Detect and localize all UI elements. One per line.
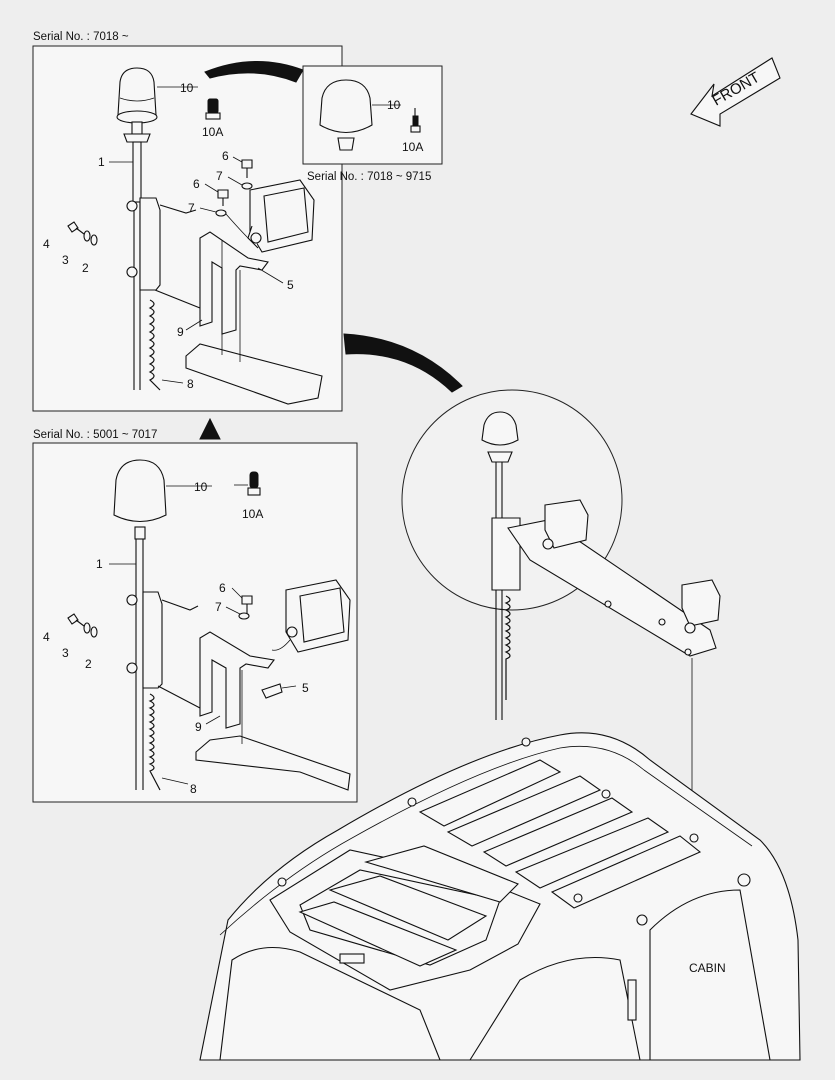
inset-callout-10: 10 (387, 98, 401, 112)
upper-callout-8: 8 (187, 377, 194, 391)
lower-bulb (247, 471, 261, 496)
lower-mount-bracket (126, 591, 201, 709)
inset-bulb (410, 108, 421, 133)
upper-spring-cable (148, 299, 161, 391)
upper-bolt-washers (67, 221, 98, 246)
upper-bulb (205, 98, 221, 120)
upper-panel: Serial No. : 7018 ~ (32, 31, 343, 412)
assembly-detail-circle (401, 389, 721, 840)
upper-base-plate (185, 240, 323, 405)
inset-beacon-lamp (319, 79, 373, 151)
upper-mount-bracket (126, 197, 206, 311)
lower-callout-5: 5 (302, 681, 309, 695)
upper-callout-7a: 7 (216, 169, 223, 183)
cabin-label: CABIN (689, 961, 726, 975)
lower-bolts-6-7 (238, 595, 253, 620)
curved-pointer-arrow-icon (204, 60, 304, 83)
direction-triangle-icon (199, 417, 221, 440)
upper-callout-4: 4 (43, 237, 50, 251)
lower-bolt-washers (67, 613, 98, 638)
upper-leaders (109, 86, 284, 384)
inset-callout-10a: 10A (402, 140, 423, 154)
lower-serial-label: Serial No. : 5001 ~ 7017 (33, 429, 157, 441)
upper-bolts-6-7 (215, 159, 253, 241)
lower-spring-cable (148, 693, 161, 791)
upper-beacon-lamp (116, 67, 158, 143)
lower-callout-4: 4 (43, 630, 50, 644)
front-arrow-icon: FRONT (690, 57, 781, 127)
lower-callout-9: 9 (195, 720, 202, 734)
upper-callout-7b: 7 (188, 201, 195, 215)
inset-serial-label: Serial No. : 7018 ~ 9715 (307, 171, 431, 183)
upper-callout-6b: 6 (193, 177, 200, 191)
upper-callout-9: 9 (177, 325, 184, 339)
lower-callout-1: 1 (96, 557, 103, 571)
lower-callout-3: 3 (62, 646, 69, 660)
lower-beacon-lamp (113, 459, 167, 540)
curved-pointer-arrow-icon (343, 333, 463, 393)
lower-callout-7: 7 (215, 600, 222, 614)
lower-callout-6: 6 (219, 581, 226, 595)
upper-work-light (247, 179, 315, 253)
cabin-body: CABIN (199, 732, 801, 1061)
lower-callout-10a: 10A (242, 507, 263, 521)
upper-l-bracket (199, 231, 269, 335)
upper-callout-10a: 10A (202, 125, 223, 139)
upper-callout-1: 1 (98, 155, 105, 169)
upper-callout-3: 3 (62, 253, 69, 267)
lower-panel: Serial No. : 5001 ~ 7017 (32, 429, 358, 803)
lower-l-bracket (199, 631, 283, 729)
upper-callout-5: 5 (287, 278, 294, 292)
lower-work-light (271, 579, 351, 653)
upper-callout-6a: 6 (222, 149, 229, 163)
lower-callout-10: 10 (194, 480, 208, 494)
upper-callout-2: 2 (82, 261, 89, 275)
lower-leaders (109, 484, 297, 785)
upper-serial-label: Serial No. : 7018 ~ (33, 31, 129, 43)
upper-callout-10: 10 (180, 81, 194, 95)
lower-callout-8: 8 (190, 782, 197, 796)
inset-panel: 10 10A Serial No. : 7018 ~ 9715 (302, 65, 443, 183)
lower-base-plate (195, 670, 351, 791)
lower-callout-2: 2 (85, 657, 92, 671)
